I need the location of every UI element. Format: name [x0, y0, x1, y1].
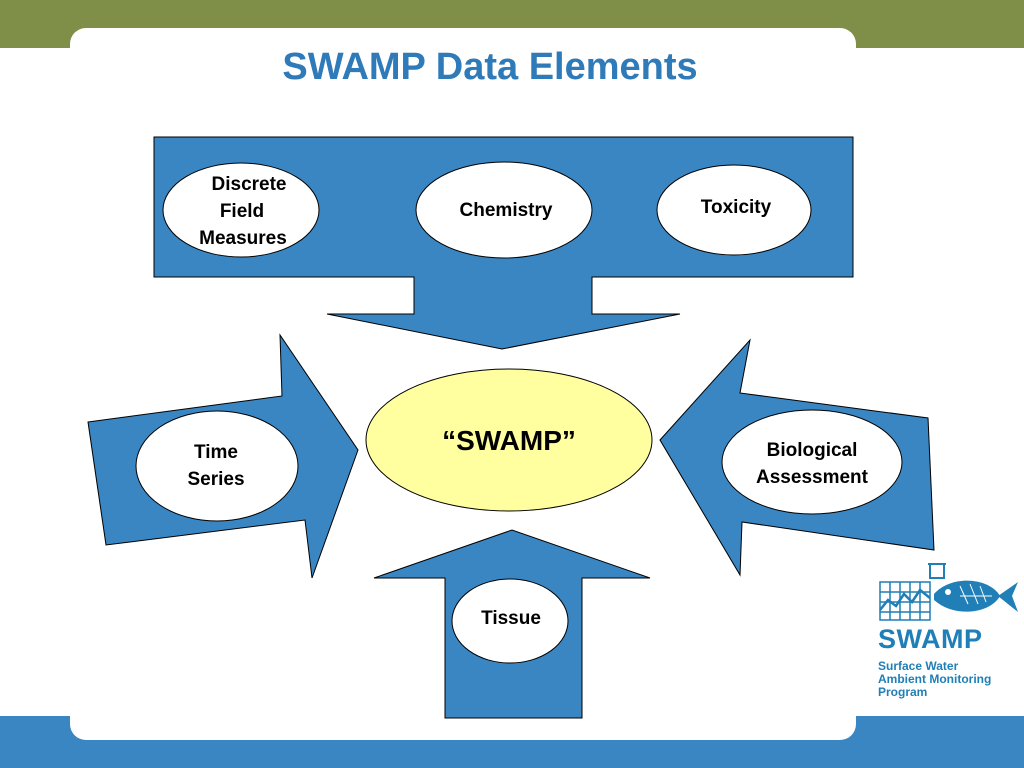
chemistry-node	[415, 161, 593, 259]
logo-tagline-line-2: Ambient Monitoring	[878, 672, 992, 686]
tissue-label: Tissue	[481, 608, 541, 629]
swamp-center-node	[365, 368, 653, 512]
logo-tagline: Surface Water Ambient Monitoring Program	[878, 660, 1024, 699]
logo-wordmark: SWAMP	[878, 624, 983, 654]
biological-label-line-2: Assessment	[756, 467, 869, 488]
biological-assessment-node	[721, 409, 903, 515]
grid-graphic	[879, 581, 931, 621]
swamp-logo: SWAMP Surface Water Ambient Monitoring P…	[872, 560, 1022, 710]
time-series-label-line-2: Series	[187, 469, 244, 490]
flask-graphic	[928, 563, 946, 579]
biological-label-line-1: Biological	[767, 440, 858, 461]
discrete-label-line-3: Measures	[199, 228, 287, 249]
page-title: SWAMP Data Elements	[282, 46, 698, 88]
tissue-node	[451, 578, 569, 664]
discrete-field-measures-node	[162, 162, 320, 258]
toxicity-node	[656, 164, 812, 256]
swamp-logo-graphic	[879, 563, 1018, 621]
chemistry-label: Chemistry	[460, 200, 553, 221]
time-series-label-line-1: Time	[194, 442, 238, 463]
swamp-center-label: “SWAMP”	[442, 425, 576, 456]
time-series-node	[135, 410, 299, 522]
logo-tagline-line-3: Program	[878, 685, 928, 699]
toxicity-label: Toxicity	[701, 197, 772, 218]
discrete-label-line-1: Discrete	[212, 174, 287, 195]
logo-tagline-line-1: Surface Water	[878, 659, 959, 673]
fish-graphic	[934, 580, 1018, 612]
discrete-label-line-2: Field	[220, 201, 264, 222]
